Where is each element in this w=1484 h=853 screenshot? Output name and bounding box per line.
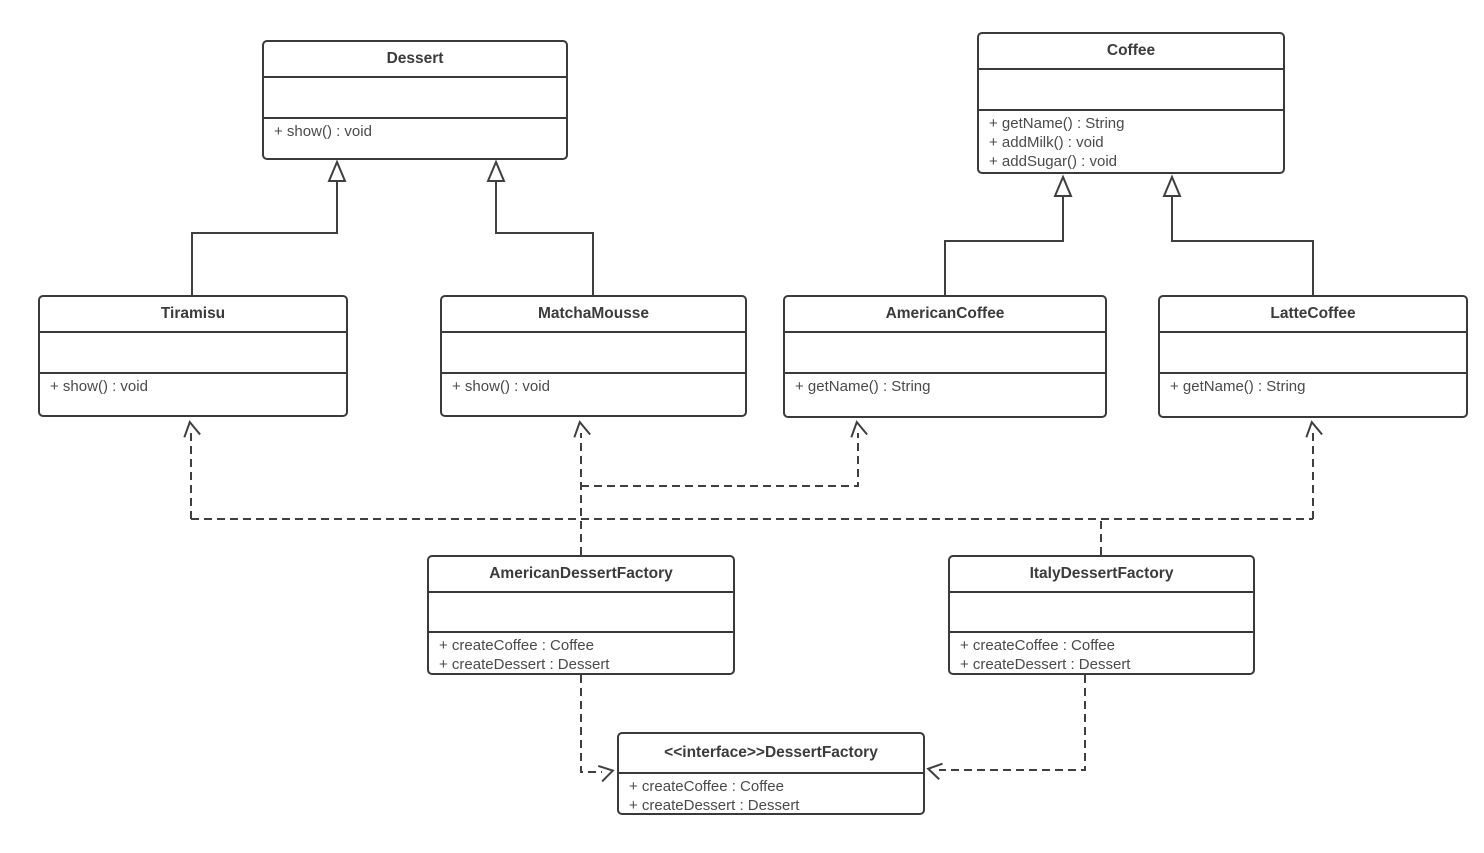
class-box-americancoffee[interactable]: AmericanCoffee + getName() : String <box>783 295 1107 418</box>
class-title: Coffee <box>979 34 1283 70</box>
method-entry: + show() : void <box>452 378 550 395</box>
generalization-americancoffee-to-coffee <box>944 174 1073 295</box>
class-box-dessert[interactable]: Dessert + show() : void <box>262 40 568 160</box>
dependency-americanfactory-to-americancoffee <box>581 420 868 487</box>
class-box-coffee[interactable]: Coffee + getName() : String + addMilk() … <box>977 32 1285 174</box>
generalization-matchamousse-to-dessert <box>486 159 594 295</box>
class-methods: + getName() : String <box>785 374 1105 416</box>
class-title: ItalyDessertFactory <box>950 557 1253 593</box>
open-arrowhead <box>1305 420 1323 438</box>
method-entry: + createDessert : Dessert <box>960 656 1131 673</box>
class-title: LatteCoffee <box>1160 297 1466 333</box>
class-box-lattecoffee[interactable]: LatteCoffee + getName() : String <box>1158 295 1468 418</box>
hollow-triangle-arrowhead <box>1053 174 1073 197</box>
class-attributes-empty <box>40 333 346 374</box>
class-attributes-empty <box>442 333 745 374</box>
class-box-italydessertfactory[interactable]: ItalyDessertFactory + createCoffee : Cof… <box>948 555 1255 675</box>
class-methods: + show() : void <box>442 374 745 415</box>
method-entry: + createCoffee : Coffee <box>439 637 594 654</box>
class-attributes-empty <box>1160 333 1466 374</box>
class-attributes-empty <box>979 70 1283 111</box>
method-entry: + getName() : String <box>795 378 931 395</box>
method-entry: + getName() : String <box>1170 378 1306 395</box>
class-methods: + getName() : String <box>1160 374 1466 416</box>
class-methods: + createCoffee : Coffee + createDessert … <box>950 633 1253 673</box>
open-arrowhead <box>926 762 943 781</box>
open-arrowhead <box>597 764 615 783</box>
method-entry: + createCoffee : Coffee <box>960 637 1115 654</box>
dependency-americanfactory-to-matchamousse <box>573 420 591 555</box>
class-methods: + createCoffee : Coffee + createDessert … <box>429 633 733 673</box>
open-arrowhead <box>573 420 591 438</box>
realization-americanfactory-to-dessertfactory <box>580 675 615 783</box>
open-arrowhead <box>850 420 868 438</box>
method-entry: + createCoffee : Coffee <box>629 778 784 795</box>
class-methods: + show() : void <box>40 374 346 415</box>
class-title: AmericanCoffee <box>785 297 1105 333</box>
interface-box-dessertfactory[interactable]: <<interface>>DessertFactory + createCoff… <box>617 732 925 815</box>
class-attributes-empty <box>950 593 1253 633</box>
class-title: Tiramisu <box>40 297 346 333</box>
hollow-triangle-arrowhead <box>327 159 347 182</box>
generalization-tiramisu-to-dessert <box>191 159 347 295</box>
method-entry: + show() : void <box>50 378 148 395</box>
method-entry: + show() : void <box>274 123 372 140</box>
class-box-matchamousse[interactable]: MatchaMousse + show() : void <box>440 295 747 417</box>
class-methods: + show() : void <box>264 119 566 158</box>
class-title: <<interface>>DessertFactory <box>619 734 923 774</box>
dependency-italyfactory-to-tiramisu-and-lattecoffee <box>183 420 1323 555</box>
class-attributes-empty <box>264 78 566 119</box>
class-attributes-empty <box>429 593 733 633</box>
method-entry: + addSugar() : void <box>989 153 1117 170</box>
class-methods: + getName() : String + addMilk() : void … <box>979 111 1283 172</box>
realization-italyfactory-to-dessertfactory <box>926 675 1086 781</box>
generalization-lattecoffee-to-coffee <box>1162 174 1314 295</box>
class-title: MatchaMousse <box>442 297 745 333</box>
method-entry: + getName() : String <box>989 115 1125 132</box>
class-title: Dessert <box>264 42 566 78</box>
class-attributes-empty <box>785 333 1105 374</box>
class-box-tiramisu[interactable]: Tiramisu + show() : void <box>38 295 348 417</box>
open-arrowhead <box>183 420 201 438</box>
class-title: AmericanDessertFactory <box>429 557 733 593</box>
method-entry: + createDessert : Dessert <box>629 797 800 813</box>
class-methods: + createCoffee : Coffee + createDessert … <box>619 774 923 813</box>
method-entry: + createDessert : Dessert <box>439 656 610 673</box>
hollow-triangle-arrowhead <box>486 159 506 182</box>
class-box-americandessertfactory[interactable]: AmericanDessertFactory + createCoffee : … <box>427 555 735 675</box>
hollow-triangle-arrowhead <box>1162 174 1182 197</box>
method-entry: + addMilk() : void <box>989 134 1104 151</box>
